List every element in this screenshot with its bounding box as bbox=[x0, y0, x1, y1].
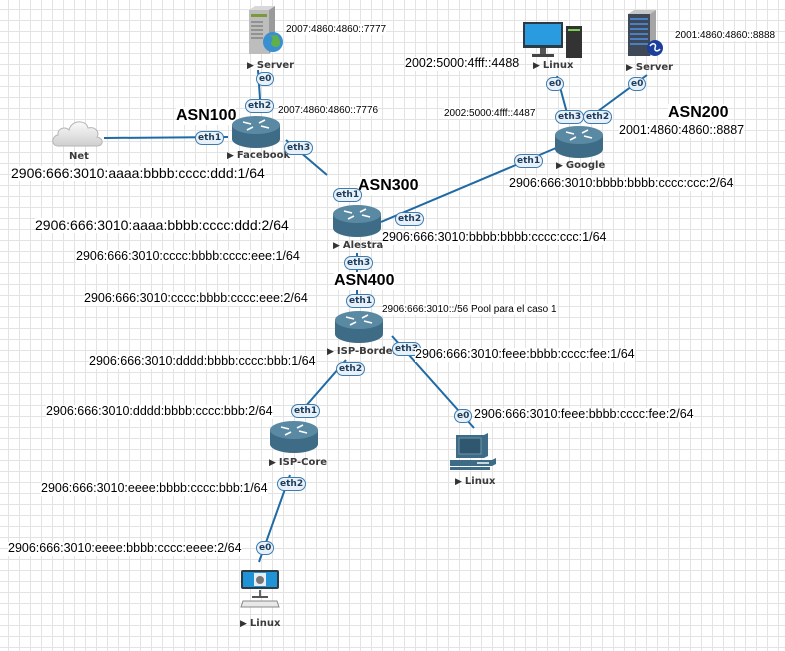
router-icon bbox=[270, 421, 318, 453]
net-node[interactable] bbox=[50, 116, 106, 148]
port-alestra-eth3[interactable]: eth3 bbox=[344, 256, 374, 270]
addr-border-eth3: 2906:666:3010:feee:bbbb:cccc:fee:1/64 bbox=[415, 347, 635, 362]
addr-linux-core-e0: 2906:666:3010:eeee:bbbb:cccc:eeee:2/64 bbox=[8, 541, 242, 556]
addr-facebook-eth1: 2906:666:3010:aaaa:bbbb:cccc:ddd:1/64 bbox=[11, 165, 265, 182]
cloud-icon bbox=[52, 121, 103, 147]
addr-server-google: 2001:4860:4860::8888 bbox=[675, 30, 776, 41]
addr-core-eth2: 2906:666:3010:eeee:bbbb:cccc:bbb:1/64 bbox=[41, 481, 268, 496]
addr-server-fb: 2007:4860:4860::7777 bbox=[286, 24, 387, 35]
port-alestra-eth2[interactable]: eth2 bbox=[395, 212, 425, 226]
server-google-label: ▶Server bbox=[626, 62, 674, 73]
play-icon[interactable]: ▶ bbox=[556, 161, 563, 171]
play-icon[interactable]: ▶ bbox=[240, 619, 247, 629]
router-icon bbox=[333, 205, 381, 237]
port-server-fb-e0[interactable]: e0 bbox=[256, 72, 275, 86]
desktop-icon bbox=[523, 22, 582, 58]
port-google-eth2[interactable]: eth2 bbox=[583, 110, 613, 124]
linux-google[interactable] bbox=[522, 20, 584, 60]
port-server-google-e0[interactable]: e0 bbox=[628, 77, 647, 91]
google-label: ▶Google bbox=[556, 160, 606, 171]
linux-core[interactable] bbox=[240, 569, 280, 609]
alestra-label: ▶Alestra bbox=[333, 240, 384, 251]
linux-core-label: ▶Linux bbox=[240, 618, 281, 629]
port-google-eth3[interactable]: eth3 bbox=[555, 110, 585, 124]
router-icon bbox=[232, 116, 280, 148]
linux-google-label: ▶Linux bbox=[533, 60, 574, 71]
server-facebook-label: ▶Server bbox=[247, 60, 295, 71]
addr-core-eth1: 2906:666:3010:dddd:bbbb:cccc:bbb:2/64 bbox=[46, 404, 273, 419]
isp-border-label: ▶ISP-Border bbox=[327, 346, 398, 357]
addr-alestra-eth3: 2906:666:3010:cccc:bbbb:cccc:eee:1/64 bbox=[76, 249, 300, 264]
port-core-eth1[interactable]: eth1 bbox=[291, 404, 321, 418]
router-alestra[interactable] bbox=[332, 204, 382, 238]
asn100-label: ASN100 bbox=[176, 107, 237, 125]
port-border-eth1[interactable]: eth1 bbox=[346, 294, 376, 308]
addr-alestra-eth2: 2906:666:3010:bbbb:bbbb:cccc:ccc:1/64 bbox=[382, 230, 607, 245]
asn400-label: ASN400 bbox=[334, 272, 395, 290]
router-isp-core[interactable] bbox=[269, 420, 319, 454]
addr-border-pool: 2906:666:3010::/56 Pool para el caso 1 bbox=[382, 304, 557, 315]
server-icon bbox=[628, 10, 663, 56]
mac-terminal-icon bbox=[240, 570, 280, 608]
addr-border-eth1: 2906:666:3010:cccc:bbbb:cccc:eee:2/64 bbox=[84, 291, 308, 306]
port-facebook-eth3[interactable]: eth3 bbox=[284, 141, 314, 155]
addr-border-eth2: 2906:666:3010:dddd:bbbb:cccc:bbb:1/64 bbox=[89, 354, 316, 369]
play-icon[interactable]: ▶ bbox=[327, 347, 334, 357]
linux-border[interactable] bbox=[450, 432, 498, 472]
port-facebook-eth1[interactable]: eth1 bbox=[195, 131, 225, 145]
server-facebook[interactable] bbox=[245, 4, 285, 56]
asn200-label: ASN200 bbox=[668, 104, 729, 122]
web-server-icon bbox=[249, 6, 283, 54]
port-border-eth2[interactable]: eth2 bbox=[336, 362, 366, 376]
addr-linux-google: 2002:5000:4fff::4488 bbox=[405, 56, 520, 71]
port-linux-google-e0[interactable]: e0 bbox=[546, 77, 565, 91]
addr-linux-border-e0: 2906:666:3010:feee:bbbb:cccc:fee:2/64 bbox=[474, 407, 694, 422]
addr-facebook-eth2: 2007:4860:4860::7776 bbox=[278, 105, 379, 116]
addr-alestra-eth1: 2906:666:3010:aaaa:bbbb:cccc:ddd:2/64 bbox=[35, 217, 289, 234]
play-icon[interactable]: ▶ bbox=[227, 151, 234, 161]
router-icon bbox=[555, 126, 603, 158]
port-core-eth2[interactable]: eth2 bbox=[277, 477, 307, 491]
port-google-eth1[interactable]: eth1 bbox=[514, 154, 544, 168]
router-google[interactable] bbox=[554, 125, 604, 159]
router-isp-border[interactable] bbox=[334, 310, 384, 344]
pc-icon bbox=[450, 433, 496, 470]
router-icon bbox=[335, 311, 383, 343]
addr-google-eth3: 2002:5000:4fff::4487 bbox=[444, 108, 536, 119]
port-facebook-eth2[interactable]: eth2 bbox=[245, 99, 275, 113]
router-facebook[interactable] bbox=[231, 115, 281, 149]
port-linux-core-e0[interactable]: e0 bbox=[256, 541, 275, 555]
play-icon[interactable]: ▶ bbox=[533, 61, 540, 71]
isp-core-label: ▶ISP-Core bbox=[269, 457, 328, 468]
play-icon[interactable]: ▶ bbox=[455, 477, 462, 487]
addr-google-eth1: 2906:666:3010:bbbb:bbbb:cccc:ccc:2/64 bbox=[509, 176, 734, 191]
play-icon[interactable]: ▶ bbox=[626, 63, 633, 73]
addr-google-eth2: 2001:4860:4860::8887 bbox=[619, 123, 745, 138]
asn300-label: ASN300 bbox=[358, 177, 419, 195]
port-linux-border-e0[interactable]: e0 bbox=[454, 409, 473, 423]
play-icon[interactable]: ▶ bbox=[247, 61, 254, 71]
net-label: Net bbox=[69, 151, 89, 162]
play-icon[interactable]: ▶ bbox=[269, 458, 276, 468]
port-alestra-eth1[interactable]: eth1 bbox=[333, 188, 363, 202]
apple-icon bbox=[256, 576, 264, 584]
server-google[interactable] bbox=[624, 8, 666, 58]
linux-border-label: ▶Linux bbox=[455, 476, 496, 487]
play-icon[interactable]: ▶ bbox=[333, 241, 340, 251]
facebook-label: ▶Facebook bbox=[227, 150, 291, 161]
